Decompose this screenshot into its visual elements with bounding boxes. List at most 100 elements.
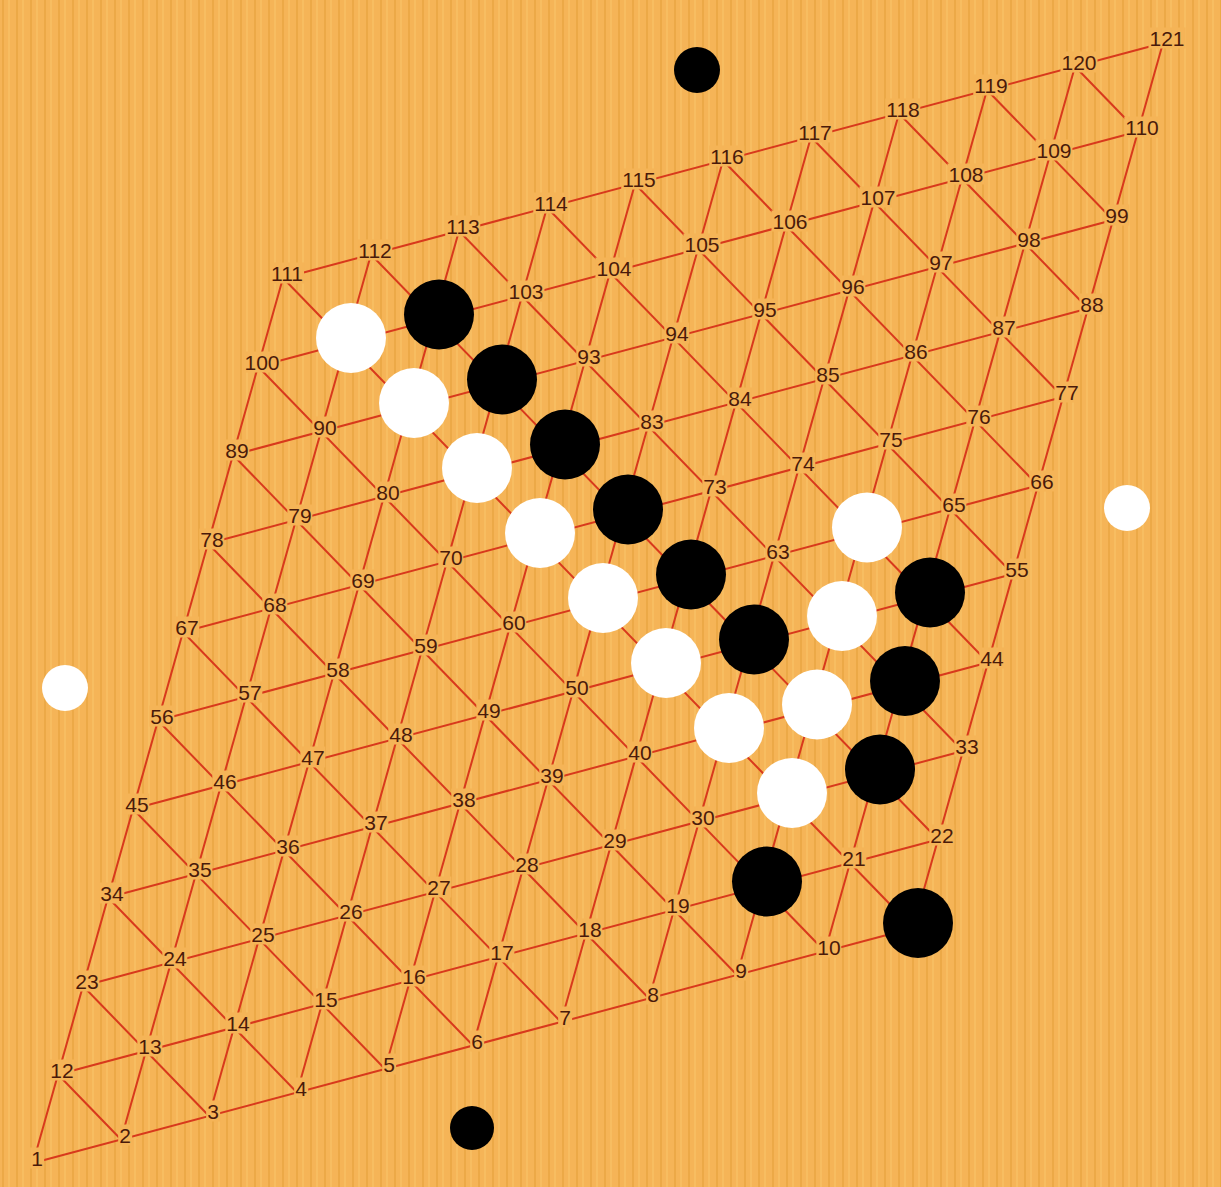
point-number: 93 [576,346,601,367]
point-number: 73 [702,476,727,497]
edge-marker-black [450,1106,494,1150]
grid-line [811,137,1063,397]
point-number: 120 [1060,51,1097,72]
point-number: 3 [206,1101,220,1122]
point-number: 9 [734,960,748,981]
black-stone [593,475,663,545]
point-number: 95 [752,299,777,320]
point-number: 119 [973,75,1008,96]
white-stone [832,493,902,563]
point-number: 78 [199,528,224,549]
point-number: 110 [1124,116,1159,137]
point-number: 70 [438,546,463,567]
point-number: 90 [312,416,337,437]
point-number: 117 [797,122,832,143]
point-number: 87 [991,317,1016,338]
grid-line [459,231,963,751]
grid-line [297,208,547,1093]
point-number: 114 [533,192,568,213]
grid-line [183,632,561,1022]
point-number: 94 [664,322,689,343]
point-number: 12 [49,1059,74,1080]
point-number: 5 [382,1054,396,1075]
black-stone [732,847,802,917]
point-number: 66 [1029,470,1054,491]
grid-line [283,43,1163,278]
point-number: 55 [1004,559,1029,580]
point-number: 57 [237,682,262,703]
point-number: 59 [413,635,438,656]
grid-line [83,986,209,1116]
point-number: 77 [1054,382,1079,403]
grid-line [108,898,297,1093]
point-number: 89 [224,440,249,461]
grid-line [33,278,283,1163]
point-number: 22 [929,824,954,845]
white-stone [568,563,638,633]
point-number: 56 [149,705,174,726]
point-number: 75 [878,429,903,450]
point-number: 29 [602,830,627,851]
white-stone [442,433,512,503]
point-number: 67 [174,617,199,638]
point-number: 25 [250,924,275,945]
point-number: 74 [790,452,815,473]
point-number: 105 [683,234,720,255]
point-number: 83 [639,411,664,432]
point-number: 60 [501,611,526,632]
point-number: 98 [1016,228,1041,249]
point-number: 68 [262,593,287,614]
point-number: 116 [709,145,744,166]
grid-line [547,208,988,663]
point-number: 80 [375,481,400,502]
point-number: 48 [388,723,413,744]
grid-line [913,43,1163,928]
point-number: 19 [665,895,690,916]
grid-line [561,137,811,1022]
point-number: 6 [470,1030,484,1051]
point-number: 1 [30,1148,44,1169]
point-number: 76 [966,405,991,426]
grid-line [208,544,649,999]
point-number: 104 [595,257,632,278]
black-stone [467,345,537,415]
black-stone [404,280,474,350]
point-number: 14 [225,1012,250,1033]
black-stone [845,735,915,805]
point-number: 100 [243,351,280,372]
stones [42,47,1150,1150]
grid-line [121,255,371,1140]
point-number: 28 [514,853,539,874]
point-number: 113 [445,216,480,237]
point-number: 88 [1079,293,1104,314]
grid-line [233,455,737,975]
point-number: 45 [124,794,149,815]
black-stone [870,646,940,716]
point-number: 103 [507,281,544,302]
grid-line [58,1075,121,1140]
grid-line [258,367,825,952]
point-number: 111 [270,263,304,284]
point-number: 10 [816,936,841,957]
point-number: 112 [357,239,392,260]
point-number: 115 [621,169,656,190]
board-grid [33,43,1163,1163]
point-number: 17 [489,942,514,963]
grid-line [737,90,987,975]
edge-marker-white [42,665,88,711]
point-number: 84 [727,387,752,408]
point-number: 65 [941,494,966,515]
point-number: 106 [771,210,808,231]
grid-line [209,231,459,1116]
point-number: 33 [954,736,979,757]
point-number: 46 [212,770,237,791]
grid-line [371,255,938,840]
point-number: 99 [1104,205,1129,226]
point-number: 38 [451,788,476,809]
black-stone [656,540,726,610]
point-number: 2 [118,1124,132,1145]
point-number: 26 [338,900,363,921]
point-number: 8 [646,983,660,1004]
point-number: 47 [300,747,325,768]
